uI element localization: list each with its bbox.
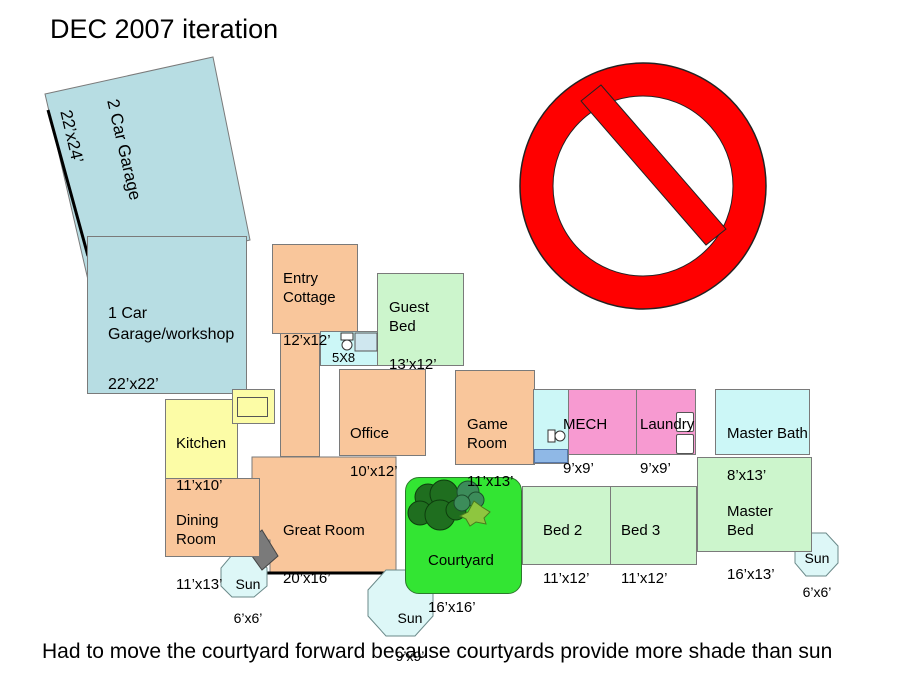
diagram-title: DEC 2007 iteration (50, 14, 279, 44)
sun-mid-size: 9’x9’ (395, 648, 425, 664)
sun-right-size: 6’x6’ (802, 584, 832, 600)
bed-3-name: Bed 3 (621, 522, 661, 539)
master-bed-name: Master Bed (727, 503, 773, 539)
laundry-label: Laundry 9’x9’ (640, 396, 694, 497)
master-bath-label: Master Bath 8’x13’ (727, 405, 808, 504)
kitchen-counter-inner (237, 397, 268, 417)
diagram-caption: Had to move the courtyard forward becaus… (42, 640, 833, 663)
sun-mid-name: Sun (397, 610, 423, 626)
great-room-name: Great Room (283, 522, 365, 539)
garage-1car-label: 1 Car Garage/workshop 22’x22’ (108, 282, 234, 416)
master-bed (697, 457, 812, 552)
no-symbol-icon (519, 62, 767, 310)
entry-cottage-size: 12’x12’ (283, 332, 331, 349)
bed-2-name: Bed 2 (543, 522, 583, 539)
entry-cottage-name: Entry Cottage (283, 270, 336, 306)
mech-size: 9’x9’ (563, 460, 594, 477)
master-bath-name: Master Bath (727, 425, 808, 442)
sun-mid-label: Sun 9’x9’ (386, 590, 434, 685)
dining-room-name: Dining Room (176, 512, 219, 548)
master-bed-size: 16’x13’ (727, 566, 775, 583)
mech-tub (534, 449, 568, 463)
garage-1car (87, 236, 247, 394)
sun-left-name: Sun (235, 576, 261, 592)
master-bath-size: 8’x13’ (727, 467, 767, 484)
bed-3 (610, 486, 697, 565)
game-room-size: 11’x13’ (467, 473, 514, 490)
mech-label: MECH 9’x9’ (563, 396, 607, 497)
tree-cluster-icon (407, 479, 491, 531)
garage-2car-shape (44, 56, 251, 281)
garage-2car-size: 22’x24’ (56, 108, 88, 165)
entry-cottage (272, 244, 358, 334)
bed-2 (522, 486, 611, 565)
guest-bed-size: 13’x12’ (389, 356, 437, 373)
garage-2car-name: 2 Car Garage (103, 97, 145, 202)
dining-room-size: 11’x13’ (176, 576, 223, 593)
toilet-icon (340, 332, 354, 351)
garage-1car-name: 1 Car Garage/workshop (108, 305, 235, 343)
sun-left-label: Sun 6’x6’ (230, 559, 266, 644)
dining-room (165, 478, 260, 557)
mech-name: MECH (563, 416, 608, 433)
game-room-label: Game Room 11’x13’ (467, 396, 513, 510)
office-label: Office 10’x12’ (350, 405, 398, 500)
laundry-size: 9’x9’ (640, 460, 671, 477)
laundry-dryer (676, 434, 694, 454)
kitchen-counter (232, 389, 275, 424)
kitchen-name: Kitchen (176, 435, 227, 452)
courtyard-name: Courtyard (428, 552, 494, 569)
sun-left-size: 6’x6’ (233, 610, 263, 626)
bed-2-label: Bed 2 11’x12’ (543, 502, 589, 607)
bed-2-size: 11’x12’ (543, 570, 590, 587)
dining-room-label: Dining Room 11’x13’ (176, 492, 222, 613)
entry-cottage-label: Entry Cottage 12’x12’ (283, 250, 336, 369)
sun-right-label: Sun 6’x6’ (798, 533, 836, 618)
sun-right-name: Sun (804, 550, 830, 566)
courtyard-size: 16’x16’ (428, 599, 476, 616)
courtyard-label: Courtyard 16’x16’ (428, 532, 494, 636)
office-size: 10’x12’ (350, 463, 398, 480)
garage-1car-size: 22’x22’ (108, 376, 159, 393)
laundry-washer (676, 412, 694, 432)
bed-3-label: Bed 3 11’x12’ (621, 502, 667, 607)
mech-room (568, 389, 637, 455)
garage-2car-wall (46, 109, 90, 257)
great-room-size: 20’x16’ (283, 570, 331, 587)
master-bath (715, 389, 810, 455)
guest-bed-label: Guest Bed 13’x12’ (389, 279, 437, 393)
game-room-name: Game Room (467, 416, 508, 452)
office-name: Office (350, 425, 389, 442)
great-room-label: Great Room 20’x16’ (283, 502, 365, 607)
bath-small-size: 5X8 (332, 350, 356, 365)
laundry-name: Laundry (640, 416, 695, 433)
kitchen-label: Kitchen 11’x10’ (176, 415, 226, 514)
kitchen-size: 11’x10’ (176, 477, 223, 494)
bed-3-size: 11’x12’ (621, 570, 668, 587)
guest-bed (377, 273, 464, 366)
guest-bed-name: Guest Bed (389, 299, 430, 335)
vanity-icon (354, 332, 378, 352)
toilet-icon (547, 429, 566, 443)
entry-corridor (280, 333, 320, 457)
master-bed-label: Master Bed 16’x13’ (727, 483, 775, 603)
office (339, 369, 426, 456)
